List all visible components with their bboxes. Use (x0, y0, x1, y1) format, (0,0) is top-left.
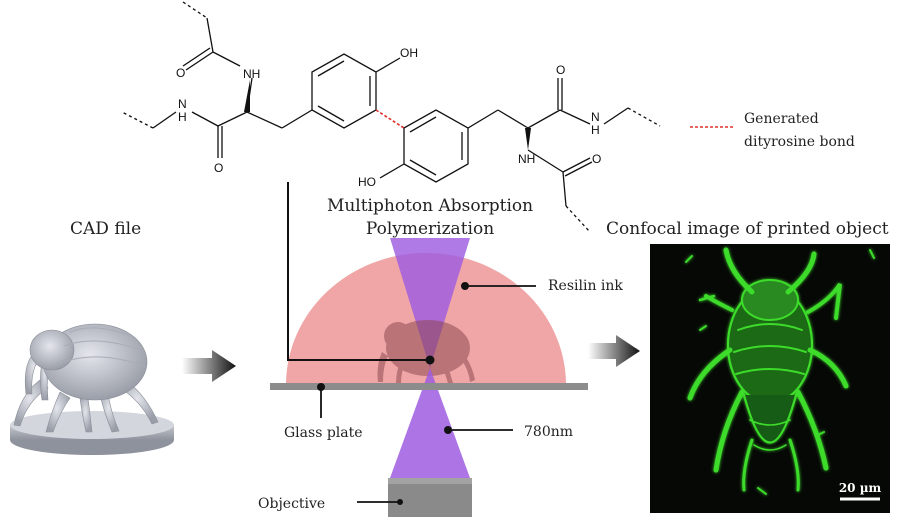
map-title-line2: Polymerization (366, 219, 494, 239)
atom-h-right: H (591, 123, 600, 137)
wedge-bond-left (244, 80, 250, 112)
focal-point-dot (425, 355, 435, 365)
arrow-right-icon (182, 350, 236, 382)
laser-beam-lower (390, 368, 470, 478)
atom-n-left: N (178, 97, 187, 111)
confocal-title: Confocal image of printed object (606, 219, 889, 239)
legend-label-line2: dityrosine bond (744, 134, 855, 150)
laser-beam-upper (390, 238, 470, 368)
map-title-line1: Multiphoton Absorption (327, 196, 533, 216)
cad-file-title: CAD file (70, 219, 141, 239)
atom-nh-lower-right: NH (518, 152, 535, 166)
atom-o-lower-right: O (592, 152, 601, 166)
atom-n-right: N (591, 110, 600, 124)
printed-insect-model (10, 323, 174, 455)
focal-pointer-line (287, 182, 430, 361)
dityrosine-bond (375, 109, 405, 129)
wedge-bond-right (525, 128, 531, 150)
atom-h-left: H (178, 110, 187, 124)
atom-o-right-carbonyl: O (556, 63, 565, 77)
arrow-right-icon (588, 335, 640, 367)
confocal-fluorescent-insect (685, 247, 875, 495)
atom-ho-bottom: HO (358, 175, 376, 189)
atom-oh-top: OH (400, 46, 418, 60)
atom-o-left-carbonyl: O (214, 161, 223, 175)
objective-label: Objective (258, 496, 325, 512)
glass-plate-label: Glass plate (284, 425, 363, 441)
atom-nh-upper-left: NH (243, 67, 260, 81)
objective-lens (388, 478, 472, 517)
atom-o-upper-left: O (176, 66, 185, 80)
glass-plate (270, 383, 588, 390)
legend-label-line1: Generated (744, 111, 819, 127)
wavelength-label: 780nm (524, 424, 573, 440)
objective-callout-dot (397, 499, 403, 505)
scale-bar-label: 20 µm (839, 481, 882, 495)
objective-lens-rim (388, 478, 472, 484)
resilin-ink-label: Resilin ink (548, 278, 623, 294)
